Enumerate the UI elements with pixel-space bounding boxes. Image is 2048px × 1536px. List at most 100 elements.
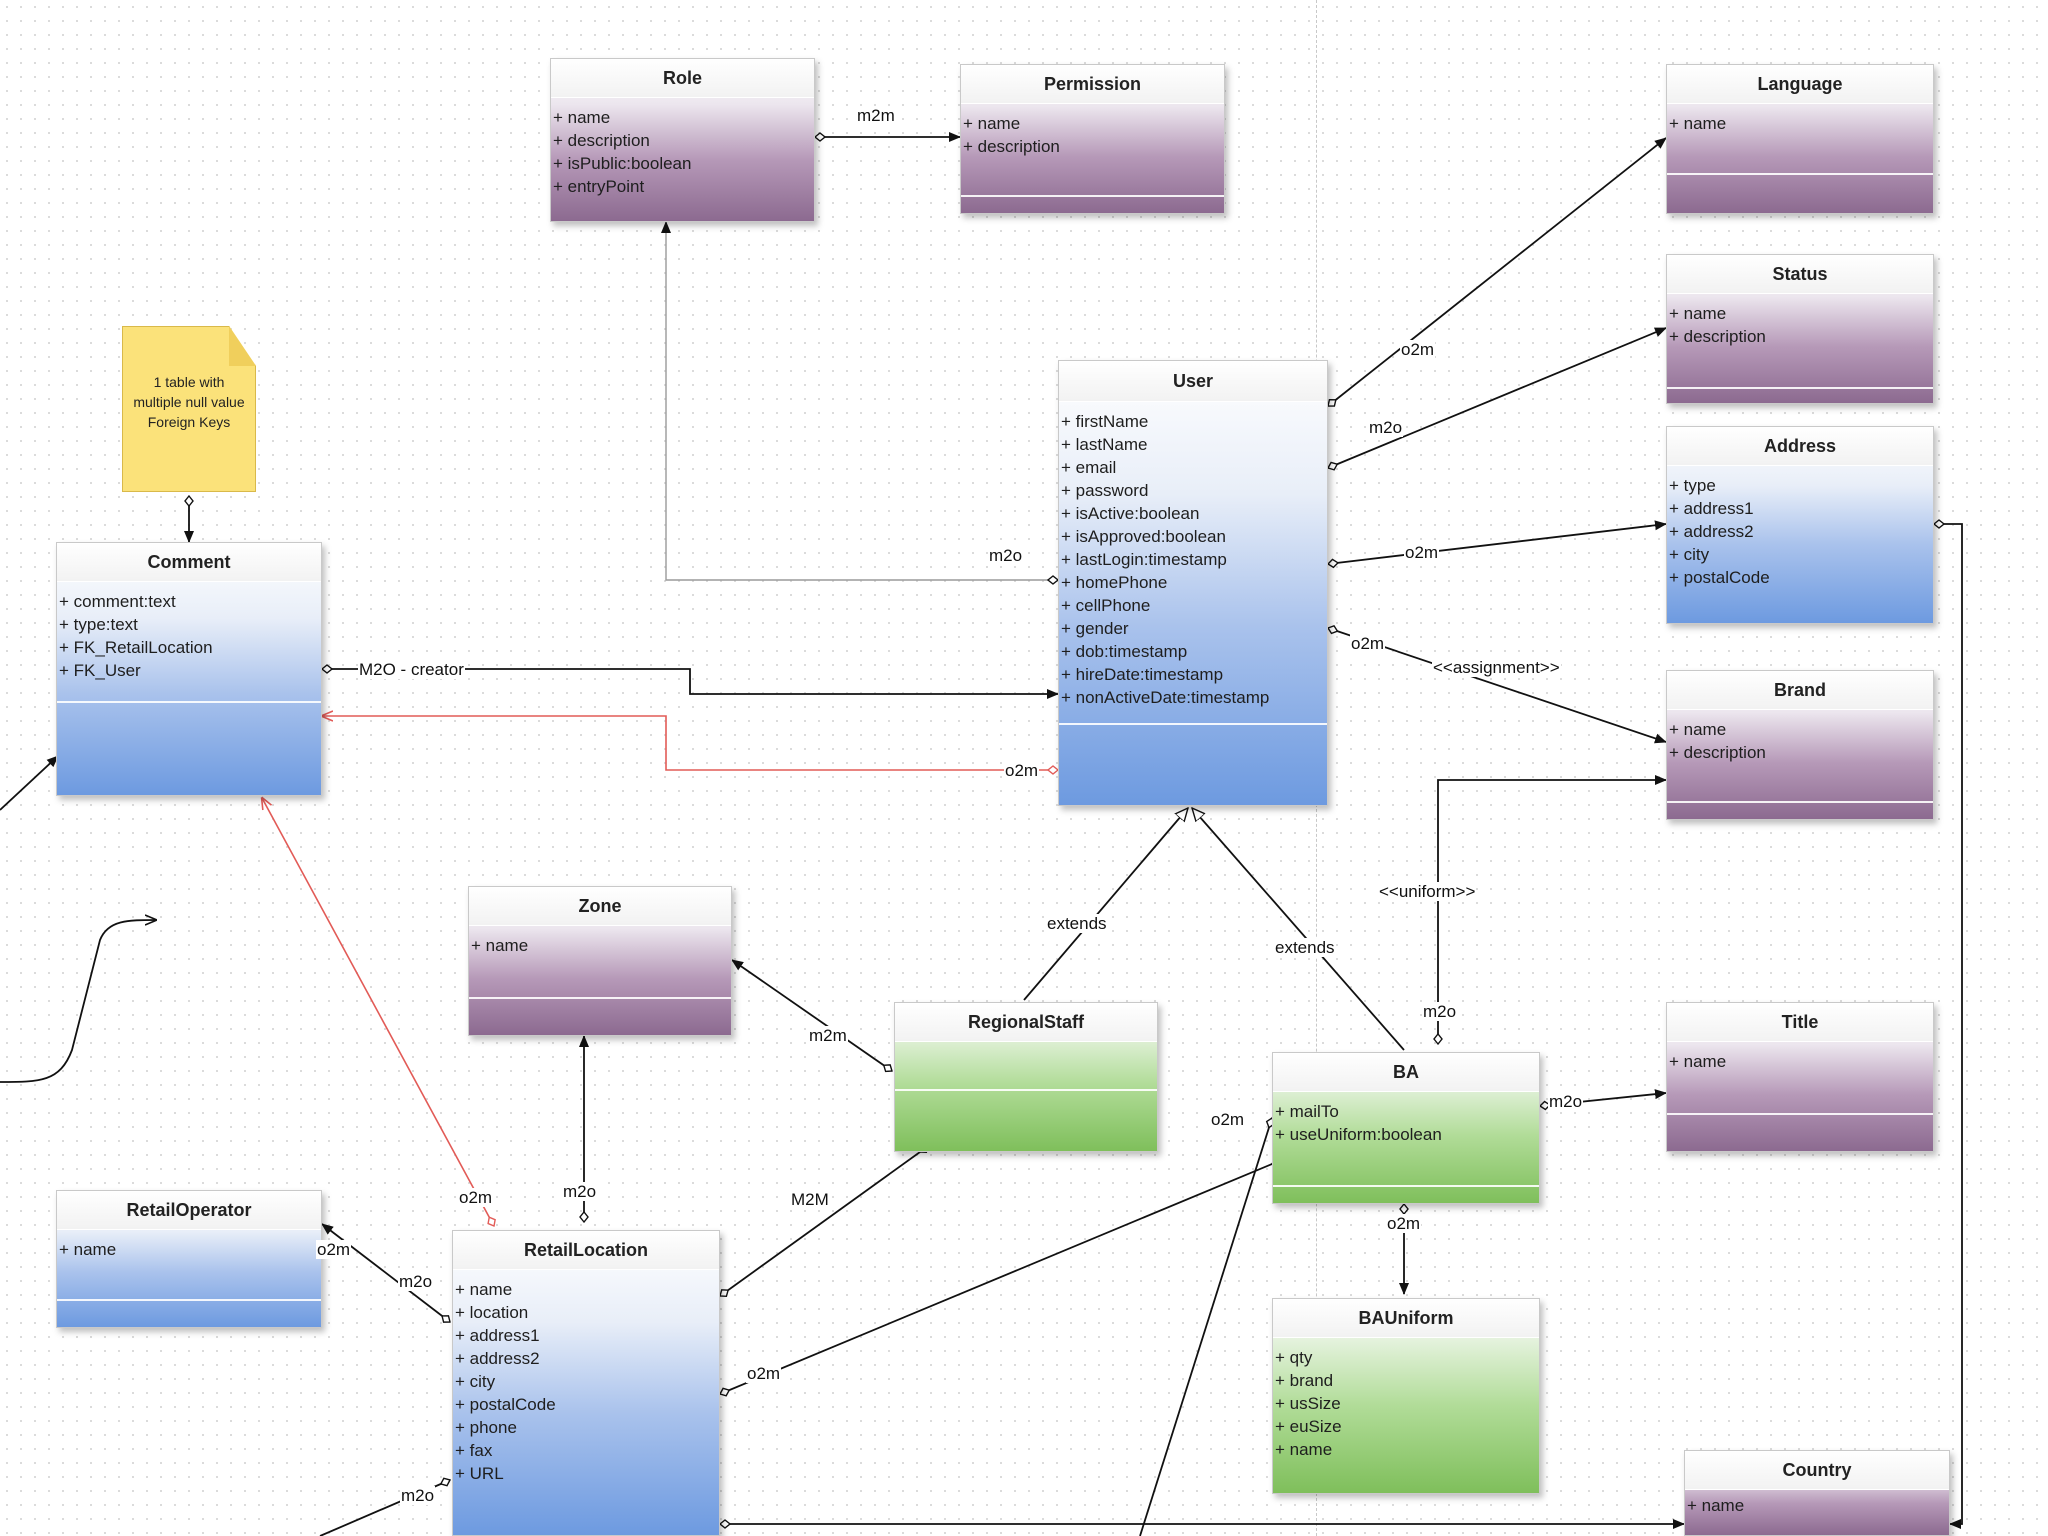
attribute-list: + name: [57, 1230, 321, 1265]
class-status[interactable]: Status + name + description: [1666, 254, 1934, 404]
operations-divider: [57, 1299, 321, 1301]
class-title-entity[interactable]: Title + name: [1666, 1002, 1934, 1152]
edge-label: m2o: [562, 1182, 598, 1201]
attribute: + name: [471, 936, 529, 955]
edge-dangling-curve: [0, 920, 156, 1083]
edge-user-language: [1328, 137, 1666, 406]
edge-label: o2m: [316, 1240, 352, 1259]
edge-label: m2o: [988, 546, 1024, 565]
attribute: + gender: [1061, 619, 1129, 638]
class-language[interactable]: Language + name: [1666, 64, 1934, 214]
edge-label: o2m: [1350, 634, 1386, 653]
class-title: Role: [551, 59, 814, 98]
edge-label: m2o: [398, 1272, 434, 1291]
attribute: + FK_User: [59, 661, 141, 680]
attribute: + type:text: [59, 615, 138, 634]
attribute: + firstName: [1061, 412, 1149, 431]
class-permission[interactable]: Permission + name + description: [960, 64, 1225, 214]
attribute: + fax: [455, 1441, 493, 1460]
operations-divider: [1059, 723, 1327, 725]
attribute: + mailTo: [1275, 1102, 1339, 1121]
attribute: + postalCode: [1669, 568, 1770, 587]
attribute-list: + name + description: [961, 104, 1224, 162]
class-title: Title: [1667, 1003, 1933, 1042]
attribute-list: + name: [1667, 104, 1933, 139]
edge-label: o2m: [1400, 340, 1436, 359]
attribute: + entryPoint: [553, 177, 645, 196]
edge-label: o2m: [1404, 543, 1440, 562]
edge-label: m2o: [1548, 1092, 1584, 1111]
edge-regional-zone: [732, 959, 892, 1071]
class-title: BAUniform: [1273, 1299, 1539, 1338]
class-role[interactable]: Role + name + description + isPublic:boo…: [550, 58, 815, 222]
operations-divider: [469, 997, 731, 999]
attribute: + name: [1669, 1052, 1727, 1071]
attribute: + euSize: [1275, 1417, 1342, 1436]
attribute: + postalCode: [455, 1395, 556, 1414]
edge-label: m2m: [856, 106, 896, 125]
class-brand[interactable]: Brand + name + description: [1666, 670, 1934, 820]
class-title: BA: [1273, 1053, 1539, 1092]
attribute: + city: [1669, 545, 1710, 564]
class-retail-location[interactable]: RetailLocation + name + location + addre…: [452, 1230, 720, 1536]
attribute: + FK_RetailLocation: [59, 638, 213, 657]
operations-divider: [1273, 1185, 1539, 1187]
attribute: + type: [1669, 476, 1716, 495]
attribute: + name: [455, 1280, 513, 1299]
attribute: + address1: [1669, 499, 1754, 518]
attribute-list: + type + address1 + address2 + city + po…: [1667, 466, 1933, 593]
attribute-list: + name + description: [1667, 710, 1933, 768]
attribute-list: + name + location + address1 + address2 …: [453, 1270, 719, 1489]
class-ba[interactable]: BA + mailTo + useUniform:boolean: [1272, 1052, 1540, 1204]
class-zone[interactable]: Zone + name: [468, 886, 732, 1036]
edge-label: m2o: [1368, 418, 1404, 437]
edge-label: <<assignment>>: [1432, 658, 1561, 677]
attribute: + description: [553, 131, 650, 150]
class-comment[interactable]: Comment + comment:text + type:text + FK_…: [56, 542, 322, 796]
edge-label: extends: [1046, 914, 1108, 933]
attribute-list: + name + description: [1667, 294, 1933, 352]
attribute: + phone: [455, 1418, 517, 1437]
operations-divider: [57, 701, 321, 703]
edge-user-status: [1328, 327, 1666, 468]
attributes-divider: [895, 1089, 1157, 1091]
class-retail-operator[interactable]: RetailOperator + name: [56, 1190, 322, 1328]
class-ba-uniform[interactable]: BAUniform + qty + brand + usSize + euSiz…: [1272, 1298, 1540, 1494]
edge-label: M2O - creator: [358, 660, 465, 679]
attribute: + name: [963, 114, 1021, 133]
class-title: Address: [1667, 427, 1933, 466]
edge-ba-brand: [1438, 780, 1666, 1044]
attribute-list: + name: [1685, 1490, 1949, 1521]
edge-retail-comment-red: [262, 798, 494, 1226]
attribute: + nonActiveDate:timestamp: [1061, 688, 1270, 707]
attribute: + city: [455, 1372, 496, 1391]
class-title: Permission: [961, 65, 1224, 104]
edge-regional-extends-user: [1023, 808, 1188, 1001]
attribute: + description: [963, 137, 1060, 156]
class-title: Zone: [469, 887, 731, 926]
attribute: + brand: [1275, 1371, 1334, 1390]
attribute: + name: [553, 108, 611, 127]
edge-label: o2m: [1210, 1110, 1246, 1129]
attribute: + comment:text: [59, 592, 176, 611]
class-user[interactable]: User + firstName + lastName + email + pa…: [1058, 360, 1328, 806]
class-title: Comment: [57, 543, 321, 582]
attribute: + address1: [455, 1326, 540, 1345]
attribute: + qty: [1275, 1348, 1313, 1367]
class-country[interactable]: Country + name: [1684, 1450, 1950, 1536]
attribute: + lastName: [1061, 435, 1148, 454]
attribute: + description: [1669, 327, 1766, 346]
class-regional-staff[interactable]: RegionalStaff: [894, 1002, 1158, 1152]
edge-label: m2m: [808, 1026, 848, 1045]
edge-user-role: [666, 222, 1058, 580]
class-title: RetailOperator: [57, 1191, 321, 1230]
attribute: + isActive:boolean: [1061, 504, 1200, 523]
attribute: + usSize: [1275, 1394, 1341, 1413]
attribute: + description: [1669, 743, 1766, 762]
attribute: + homePhone: [1061, 573, 1168, 592]
operations-divider: [1667, 801, 1933, 803]
attribute: + email: [1061, 458, 1117, 477]
class-title: RetailLocation: [453, 1231, 719, 1270]
class-address[interactable]: Address + type + address1 + address2 + c…: [1666, 426, 1934, 624]
class-title: Brand: [1667, 671, 1933, 710]
